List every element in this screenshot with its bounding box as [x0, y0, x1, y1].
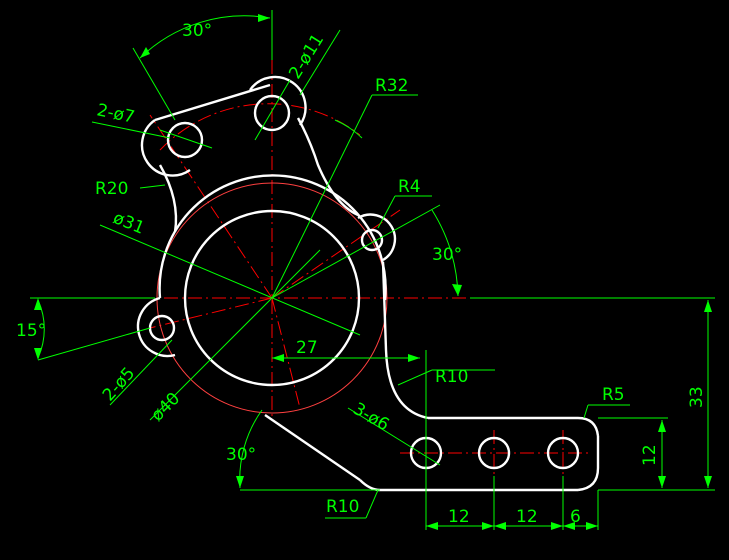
dim-angle-top: 30°: [182, 21, 212, 41]
hole-6b: [477, 436, 511, 470]
hole-11a: [253, 94, 291, 132]
dim-holes-6: 3-ø6: [350, 399, 393, 435]
dim-r10-lower: R10: [326, 497, 359, 517]
dim-r20: R20: [95, 179, 128, 199]
dim-r4: R4: [398, 177, 421, 197]
hole-6c: [546, 436, 580, 470]
dim-w12a: 12: [448, 507, 470, 527]
hole-r4: [360, 228, 384, 252]
dim-holes-11: 2-ø11: [285, 31, 328, 83]
dim-holes-5: 2-ø5: [99, 364, 139, 406]
hole-7a: [166, 121, 204, 159]
dim-r5: R5: [602, 385, 625, 405]
dim-r32: R32: [375, 76, 408, 96]
dim-d31: ø31: [110, 208, 147, 239]
dim-angle-bottom: 30°: [226, 445, 256, 465]
dim-w12b: 12: [516, 507, 538, 527]
part-outline: [136, 75, 600, 492]
dim-h33: 33: [687, 386, 707, 408]
dim-r10-upper: R10: [435, 367, 468, 387]
dim-angle-left: 15°: [16, 321, 46, 341]
dim-h12: 12: [640, 444, 660, 466]
dim-len-27: 27: [296, 338, 318, 358]
dimension-lines: [30, 10, 715, 530]
dim-w6: 6: [570, 507, 581, 527]
hole-5a: [148, 314, 176, 342]
dim-d40: ø40: [147, 389, 184, 426]
dimension-labels: 30° 2-ø11 2-ø7 R32 R20 R4 30° ø31 15° 2-…: [16, 21, 707, 527]
dim-angle-right: 30°: [432, 245, 462, 265]
bore-circle: [183, 209, 361, 387]
